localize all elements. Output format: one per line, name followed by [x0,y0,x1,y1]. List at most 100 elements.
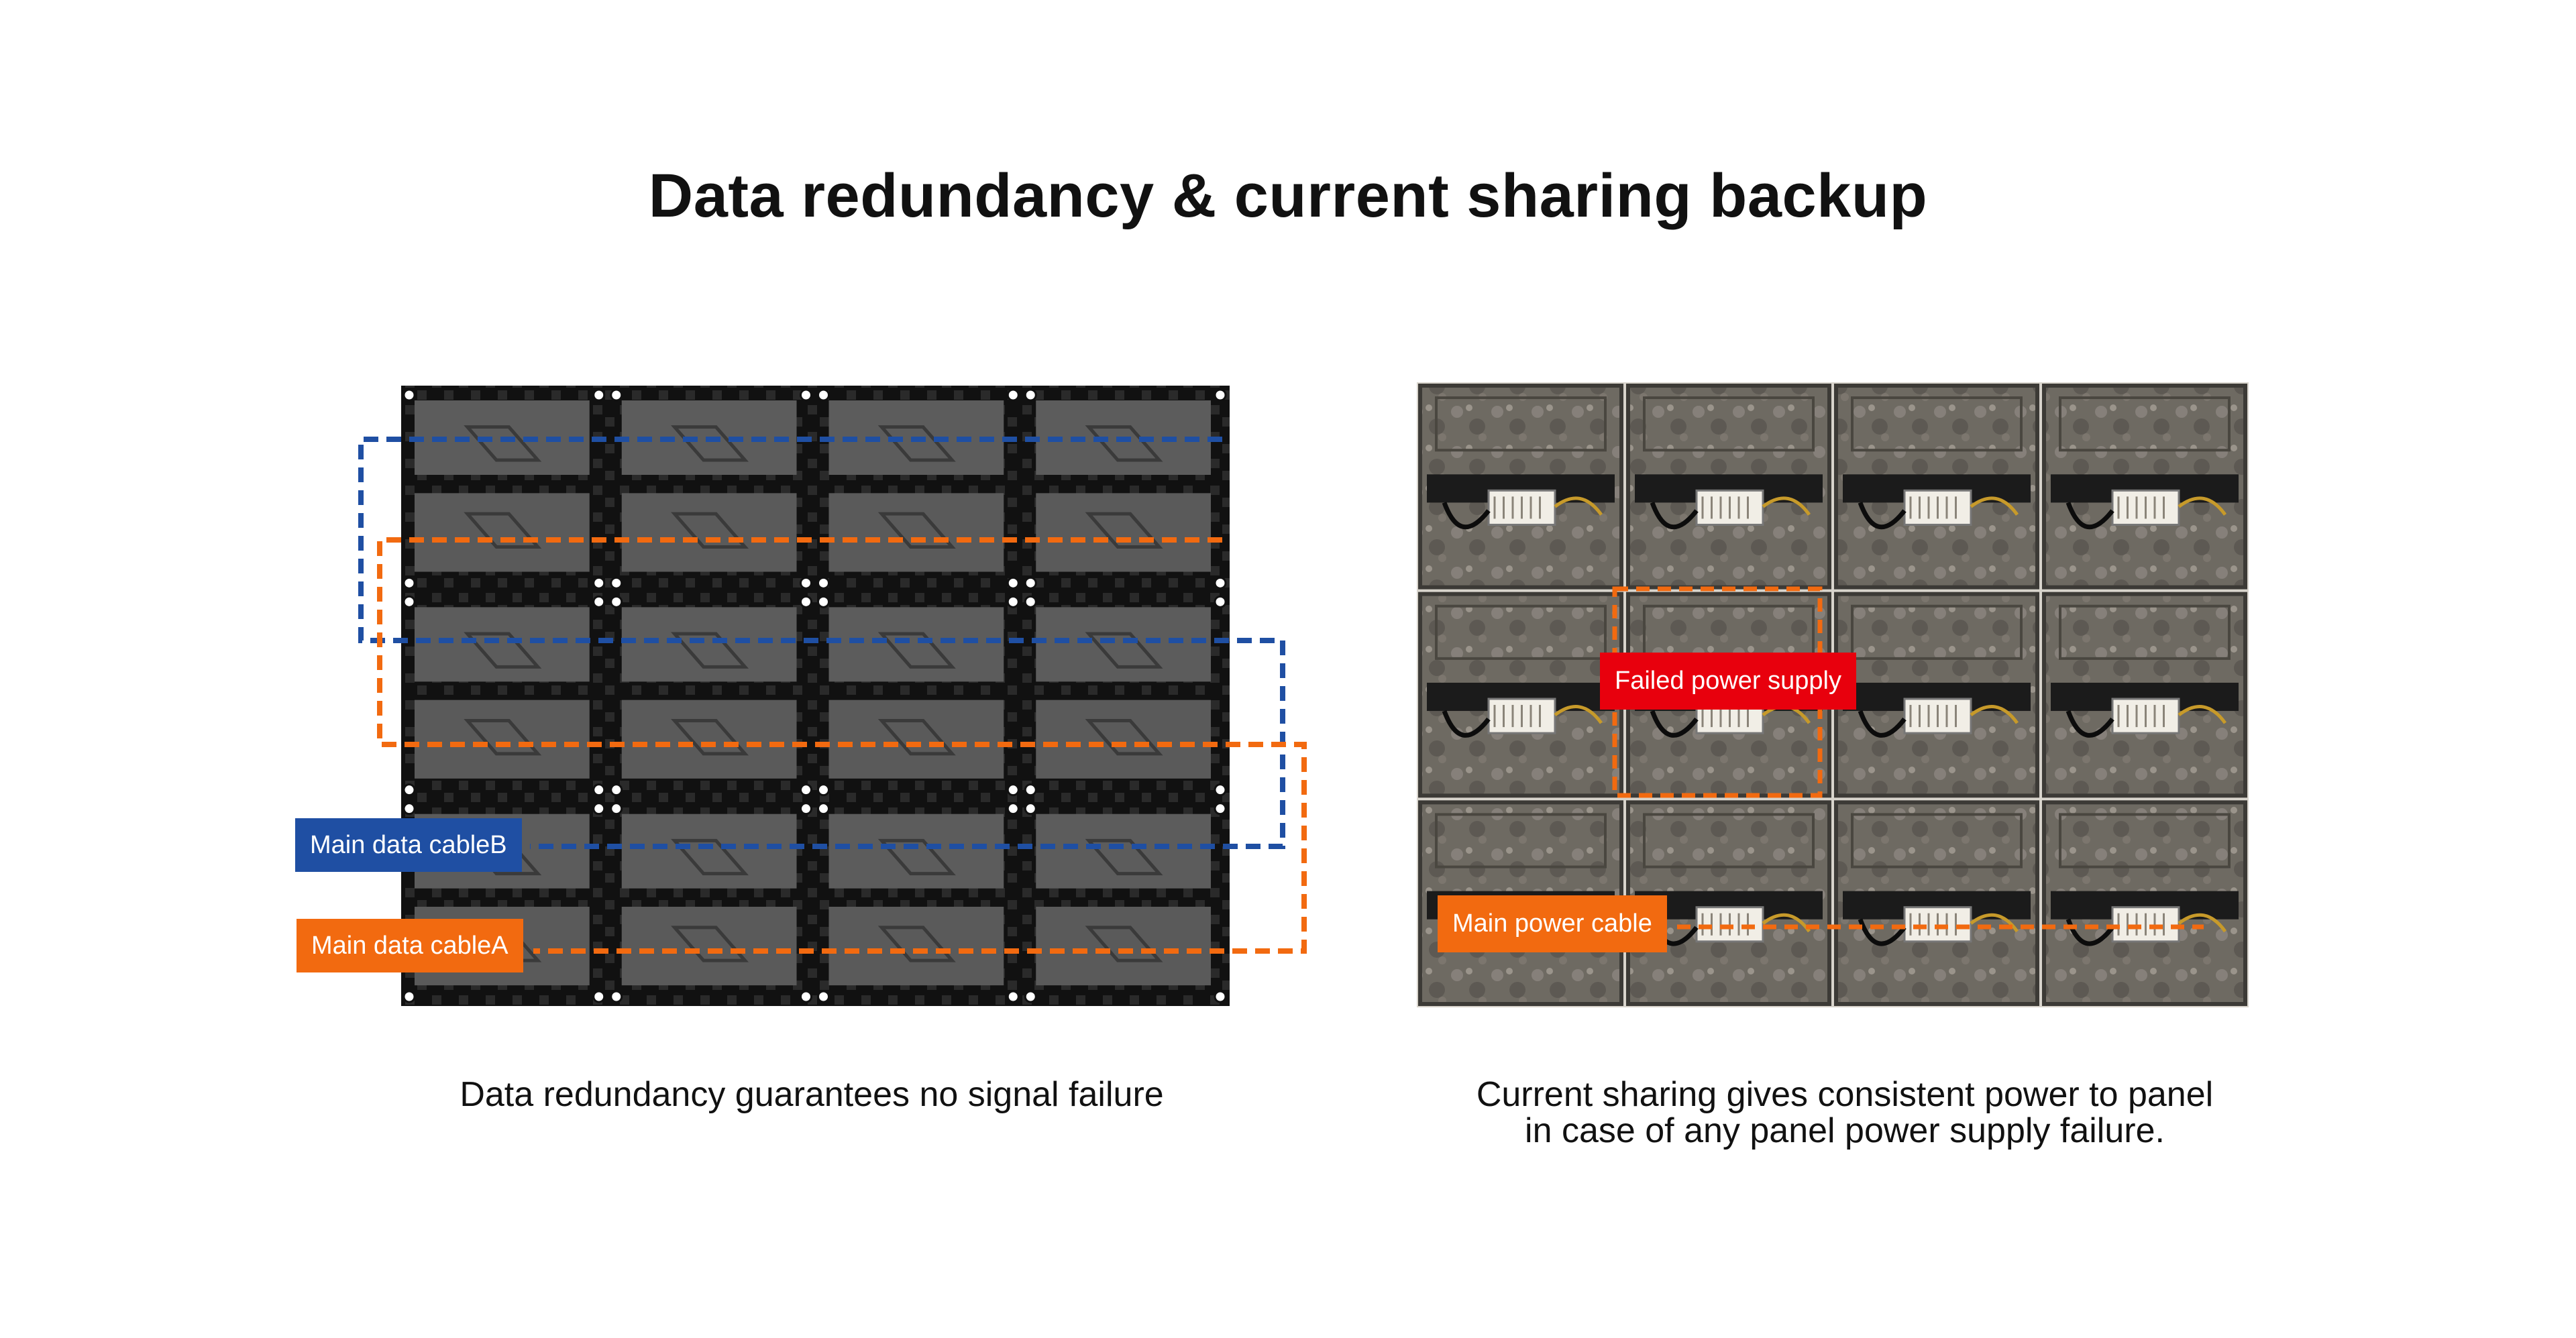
cabinet-bracket [671,512,749,549]
corner-lock [1006,990,1020,1003]
corner-lock [402,990,416,1003]
corner-lock [817,388,830,402]
failed-power-supply-label: Failed power supply [1600,653,1856,710]
signal-lead [2178,913,2227,933]
cabinet-bracket [877,512,956,549]
cabinet-panel-top [621,607,797,682]
corner-lock [1214,595,1227,608]
mounting-rail [2059,813,2231,869]
cabinet-panel-bottom [1036,700,1211,779]
cabinet-bracket [464,512,542,549]
cable-a-label: Main data cableA [297,919,523,972]
cabinet-bracket [671,838,749,876]
main-power-cable-label: Main power cable [1438,895,1667,952]
power-lead [1858,502,1907,530]
corner-lock [402,388,416,402]
cabinet-panel-bottom [1036,493,1211,572]
cabinet-bracket [671,719,749,756]
cable-b-label: Main data cableB [295,818,522,872]
corner-lock [402,595,416,608]
corner-lock [610,783,623,797]
cabinet-bracket [1085,632,1163,669]
cabinet-bracket [877,719,956,756]
signal-lead [1970,705,2019,724]
right-caption-line-2: in case of any panel power supply failur… [1525,1111,2165,1150]
power-lead [1650,710,1699,738]
corner-lock [817,783,830,797]
data-cable-a [377,537,1307,954]
cabinet-bracket [877,838,956,876]
cabinet-panel-bottom [621,700,797,779]
mounting-rail [1435,396,1607,452]
cabinet-panel-top [621,814,797,889]
corner-lock [610,802,623,816]
cabinet-bracket [671,632,749,669]
signal-lead [1970,496,2019,516]
corner-lock [800,783,812,797]
mounting-rail [1851,604,2023,660]
mounting-rail [1643,396,1815,452]
corner-lock [610,576,623,590]
cabinet-bracket [1085,719,1163,756]
signal-lead [1970,913,2019,933]
cabinet-panel-top [828,607,1004,682]
cabinet-panel-bottom [828,700,1004,779]
power-lead [1442,710,1491,738]
corner-lock [402,802,416,816]
corner-lock [800,595,812,608]
corner-lock [610,990,623,1003]
corner-lock [1024,388,1037,402]
power-lead [1650,502,1699,530]
power-lead [1858,710,1907,738]
right-caption-line-1: Current sharing gives consistent power t… [1476,1075,2214,1114]
corner-lock [592,802,606,816]
corner-lock [1006,783,1020,797]
cabinet-bracket [671,425,749,462]
cabinet-panel-top [1036,607,1211,682]
corner-lock [1214,576,1227,590]
corner-lock [592,990,606,1003]
power-lead [2065,502,2114,530]
corner-lock [402,576,416,590]
cabinet-panel-bottom [415,700,590,779]
corner-lock [817,595,830,608]
mounting-rail [2059,604,2231,660]
corner-lock [592,595,606,608]
cabinet-panel-bottom [415,493,590,572]
corner-lock [592,576,606,590]
corner-lock [800,990,812,1003]
corner-lock [1024,576,1037,590]
data-cable-b [358,437,1285,849]
cabinet-bracket [464,425,542,462]
left-caption: Data redundancy guarantees no signal fai… [460,1075,1164,1114]
mounting-rail [1851,396,2023,452]
corner-lock [1006,388,1020,402]
cabinet-panel-bottom [828,907,1004,986]
corner-lock [1024,595,1037,608]
corner-lock [610,388,623,402]
right-caption: Current sharing gives consistent power t… [1375,1076,2314,1149]
corner-lock [1006,595,1020,608]
power-lead [1442,502,1491,530]
corner-lock [592,783,606,797]
cabinet-panel-bottom [828,493,1004,572]
power-lead [1858,918,1907,946]
cabinet-panel-top [828,814,1004,889]
cabinet-bracket [1085,512,1163,549]
cabinet-bracket [877,632,956,669]
mounting-rail [1643,813,1815,869]
corner-lock [1214,990,1227,1003]
mounting-rail [2059,396,2231,452]
left-cabinet-wall [401,386,1230,1006]
power-lead [2065,710,2114,738]
corner-lock [1214,783,1227,797]
corner-lock [1006,576,1020,590]
cabinet-panel-bottom [621,493,797,572]
corner-lock [402,783,416,797]
corner-lock [800,802,812,816]
cabinet-bracket [464,632,542,669]
cabinet-bracket [1085,425,1163,462]
signal-lead [1554,705,1603,724]
mounting-rail [1435,604,1607,660]
